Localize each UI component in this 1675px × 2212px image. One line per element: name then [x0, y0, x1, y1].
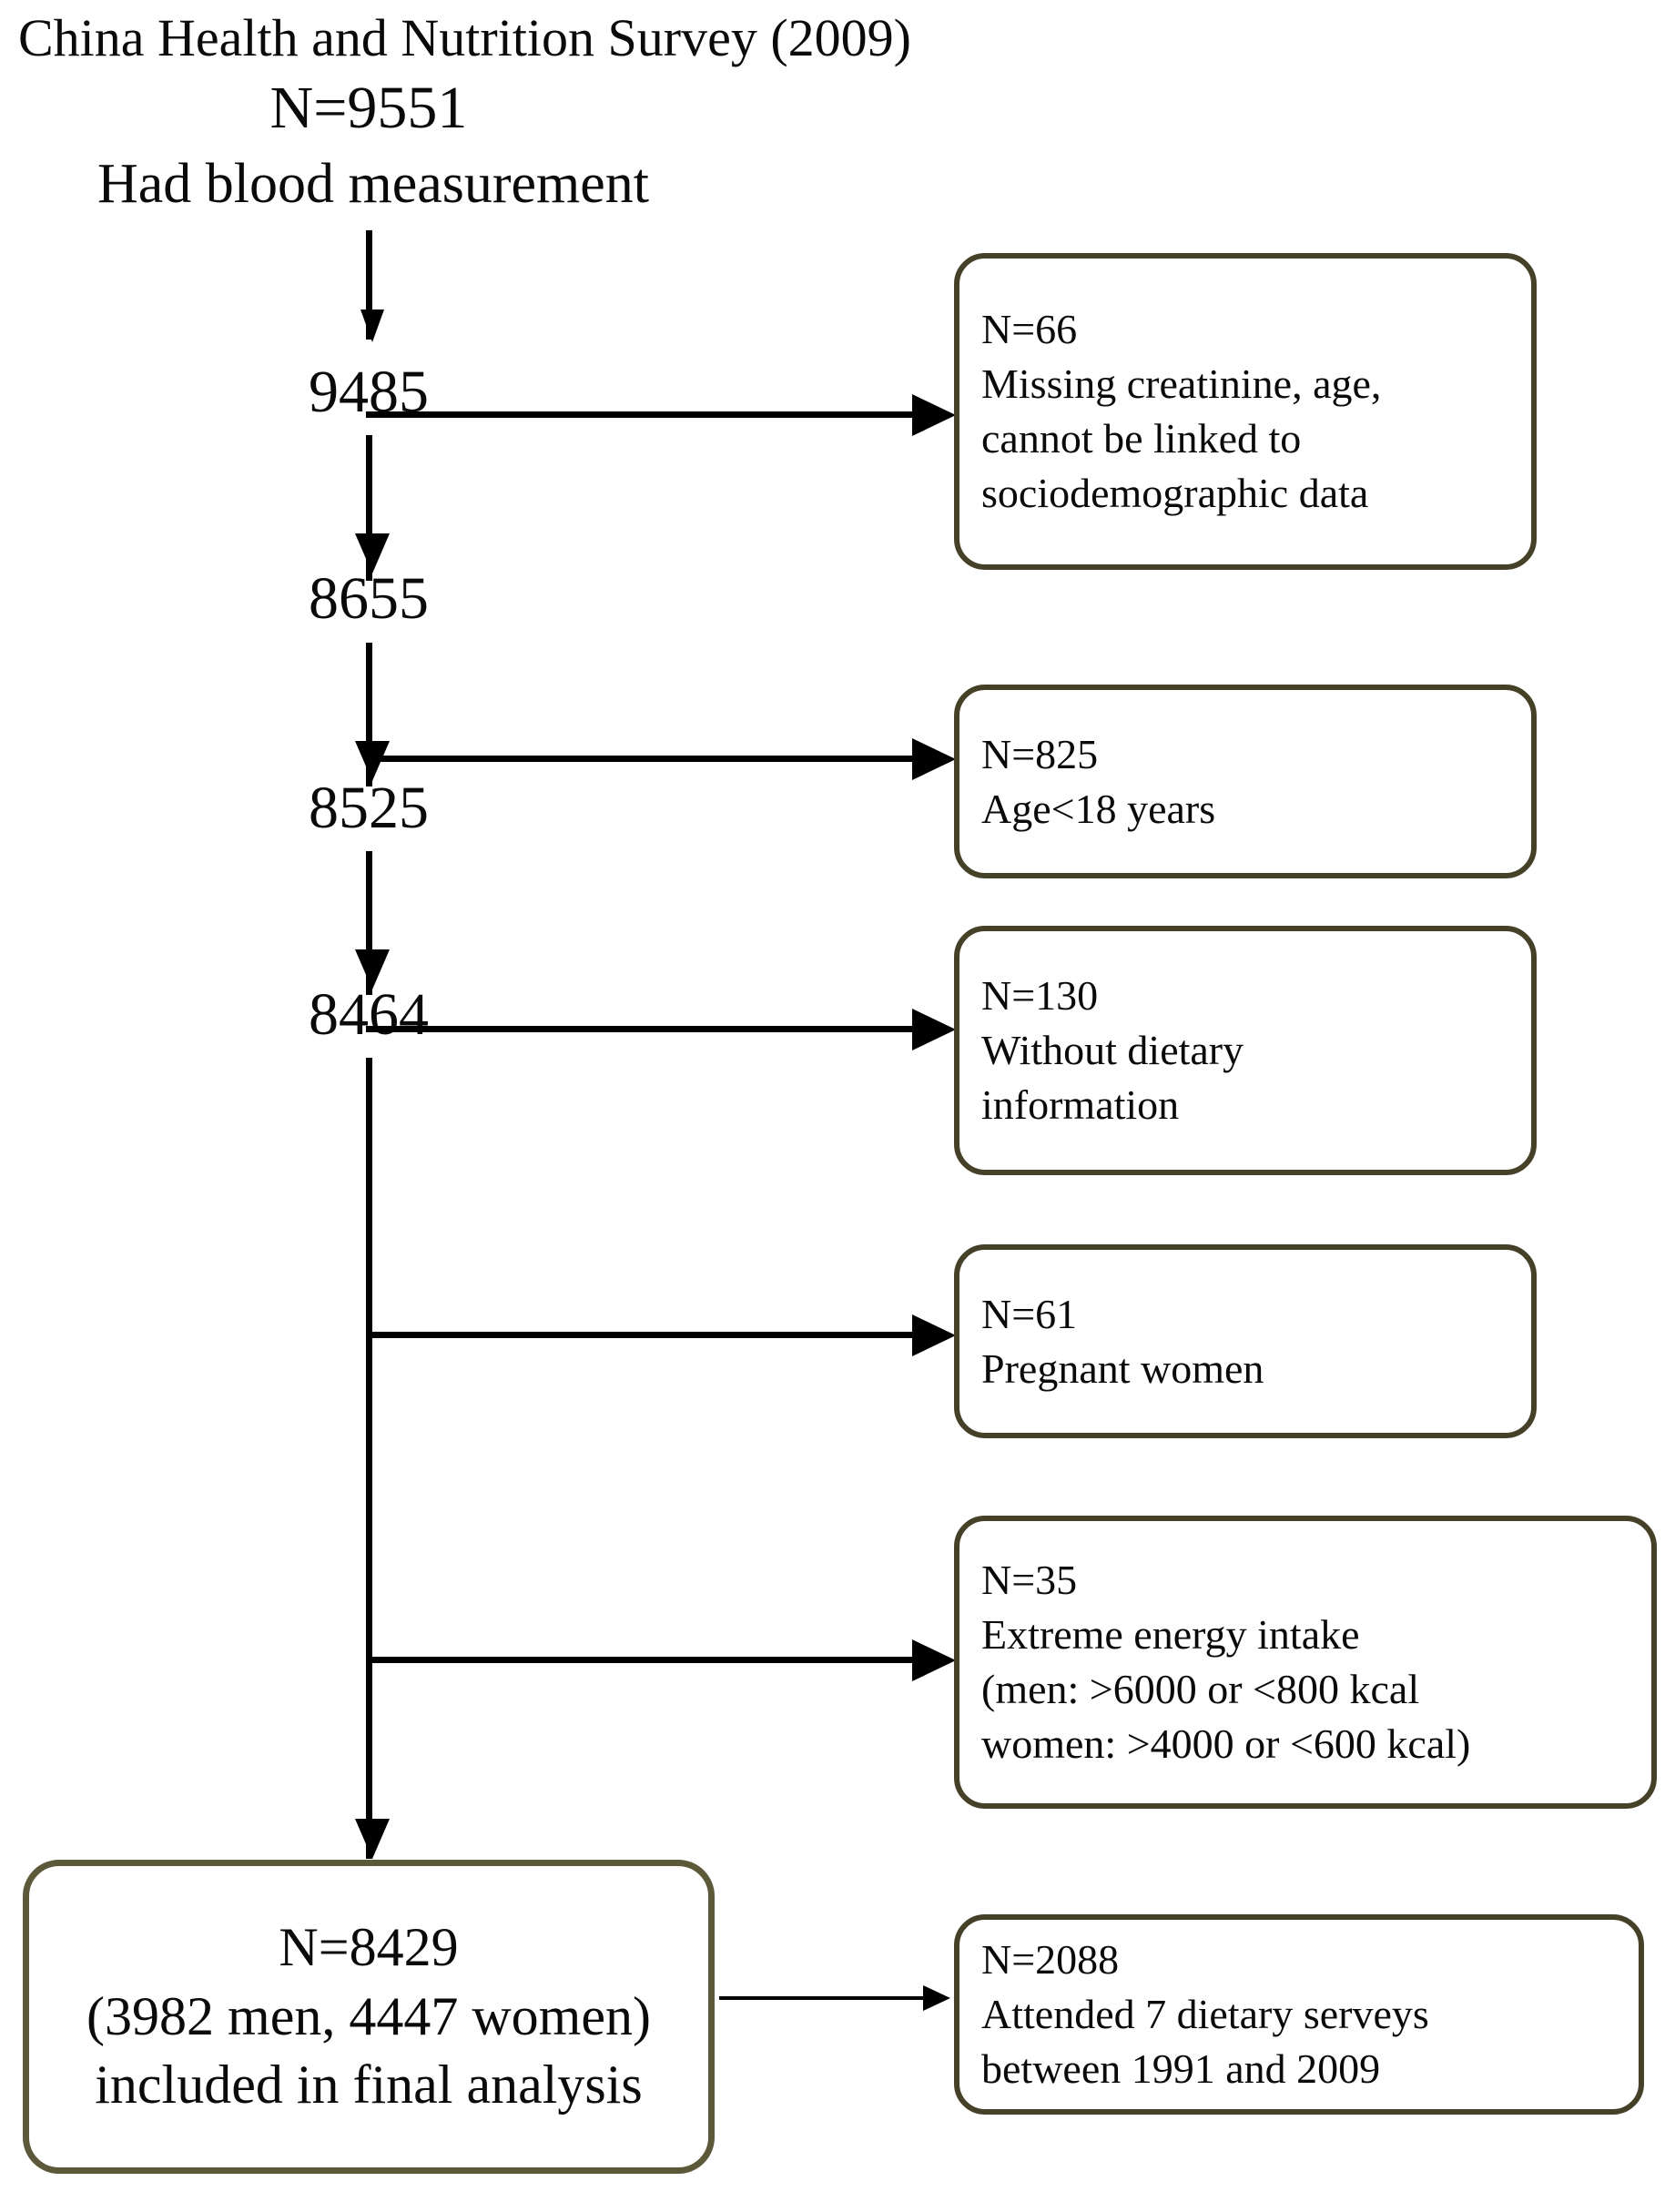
- connector-line-2: [366, 643, 372, 786]
- branch-line-4: [366, 1332, 919, 1338]
- count-label-3: 8525: [309, 775, 429, 841]
- exclusion-box-3: N=130 Without dietary information: [954, 926, 1537, 1175]
- arrowhead-down-5: [355, 1819, 390, 1859]
- arrowhead-right-2: [912, 738, 956, 780]
- arrowhead-right-1: [912, 394, 956, 436]
- exclusion-n-4: N=61: [981, 1290, 1078, 1337]
- final-status: included in final analysis: [95, 2055, 643, 2116]
- followup-box: N=2088 Attended 7 dietary serveys betwee…: [954, 1914, 1644, 2115]
- exclusion-reason-line: women: >4000 or <600 kcal): [981, 1720, 1471, 1767]
- arrowhead-down-2: [355, 533, 390, 573]
- exclusion-box-2: N=825 Age<18 years: [954, 685, 1537, 878]
- exclusion-reason-line: information: [981, 1081, 1180, 1128]
- connector-line-4: [366, 1058, 372, 1859]
- branch-line-1: [366, 411, 919, 418]
- followup-reason-line: between 1991 and 2009: [981, 2045, 1381, 2092]
- arrowhead-right-6: [923, 1985, 950, 2011]
- exclusion-reason-line: Without dietary: [981, 1027, 1244, 1074]
- exclusion-n-2: N=825: [981, 730, 1099, 777]
- connector-line-1: [366, 435, 372, 581]
- exclusion-reason-line: (men: >6000 or <800 kcal: [981, 1666, 1420, 1712]
- exclusion-reason-line: Missing creatinine, age,: [981, 360, 1382, 408]
- followup-reason-line: Attended 7 dietary serveys: [981, 1991, 1429, 2038]
- arrowhead-right-3: [912, 1009, 956, 1050]
- branch-line-3: [366, 1026, 919, 1032]
- arrowhead-right-5: [912, 1639, 956, 1681]
- connector-line-3: [366, 851, 372, 995]
- followup-n: N=2088: [981, 1936, 1120, 1984]
- exclusion-reason-line: cannot be linked to: [981, 415, 1302, 462]
- exclusion-reason-line: Age<18 years: [981, 785, 1216, 832]
- exclusion-box-4: N=61 Pregnant women: [954, 1244, 1537, 1438]
- final-breakdown: (3982 men, 4447 women): [86, 1985, 651, 2046]
- final-count: N=8429: [279, 1917, 459, 1978]
- exclusion-reason-line: Pregnant women: [981, 1344, 1264, 1392]
- exclusion-reason-line: Extreme energy intake: [981, 1611, 1360, 1659]
- start-count-label: N=9551: [269, 75, 468, 141]
- arrowhead-down-4: [355, 949, 390, 989]
- arrowhead-right-4: [912, 1314, 956, 1356]
- connector-line-start: [366, 230, 372, 340]
- branch-line-2: [366, 756, 919, 762]
- exclusion-reason-line: sociodemographic data: [981, 469, 1369, 516]
- exclusion-n-3: N=130: [981, 972, 1099, 1020]
- exclusion-n-5: N=35: [981, 1557, 1078, 1604]
- page-title: China Health and Nutrition Survey (2009): [18, 8, 911, 67]
- start-criterion-label: Had blood measurement: [96, 153, 650, 215]
- branch-line-6: [719, 1996, 927, 2000]
- branch-line-5: [366, 1657, 919, 1663]
- final-outcome-box: N=8429 (3982 men, 4447 women) included i…: [23, 1860, 715, 2174]
- exclusion-box-1: N=66 Missing creatinine, age, cannot be …: [954, 253, 1537, 570]
- exclusion-box-5: N=35 Extreme energy intake (men: >6000 o…: [954, 1516, 1657, 1809]
- arrowhead-down-1: [360, 309, 384, 342]
- exclusion-n-1: N=66: [981, 306, 1078, 353]
